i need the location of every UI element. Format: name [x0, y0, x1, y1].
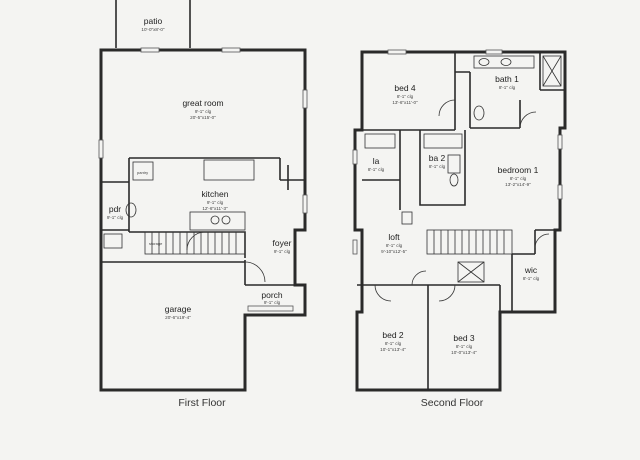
- toilet: [449, 173, 459, 187]
- room-dims-bed4: 13'-6"x11'-0": [392, 100, 418, 105]
- room-name-bed4: bed 4: [394, 83, 416, 93]
- second-floor-caption: Second Floor: [421, 397, 484, 409]
- window: [221, 47, 241, 53]
- shower: [542, 55, 562, 87]
- room-ceiling-kitchen: 9'-1" clg: [207, 200, 224, 205]
- room-name-la: la: [373, 156, 380, 166]
- sink: [500, 58, 512, 66]
- room-name-patio: patio: [144, 16, 163, 26]
- porch-rail: [247, 305, 294, 312]
- room-ceiling-great-room: 9'-1" clg: [195, 109, 212, 114]
- window: [302, 89, 308, 109]
- ba2-vanity: [447, 154, 461, 174]
- room-ceiling-pdr: 9'-1" clg: [107, 215, 124, 220]
- room-name-foyer: foyer: [273, 238, 292, 248]
- room-ceiling-bed4: 8'-1" clg: [397, 94, 414, 99]
- pdr-wall: [101, 181, 129, 231]
- room-dims-garage: 20'-6"x19'-4": [165, 315, 191, 320]
- window: [302, 194, 308, 214]
- pantry: [132, 161, 154, 181]
- room-name-wic: wic: [524, 265, 538, 275]
- door-swing: [186, 231, 206, 251]
- label-storage: storage: [149, 241, 163, 246]
- window: [352, 239, 358, 255]
- room-dims-great-room: 20'-5"x15'-0": [190, 115, 216, 120]
- room-name-bed2: bed 2: [382, 330, 404, 340]
- first-floor-stair: [144, 231, 246, 255]
- hvac-mark: [457, 261, 485, 283]
- door-swing: [438, 99, 456, 117]
- toilet: [125, 202, 137, 218]
- water-heater: [103, 233, 123, 249]
- tub: [423, 133, 463, 149]
- window: [98, 139, 104, 159]
- room-ceiling-ba2: 8'-1" clg: [429, 164, 446, 169]
- hvac-unit: [457, 261, 485, 283]
- lower-walls: [357, 284, 501, 390]
- room-ceiling-foyer: 9'-1" clg: [274, 249, 291, 254]
- window: [557, 134, 563, 150]
- room-name-ba2: ba 2: [429, 153, 446, 163]
- room-dims-bed3: 10'-0"x13'-4": [451, 350, 477, 355]
- attic-access: [401, 211, 413, 225]
- upper-walls: [362, 52, 565, 131]
- first-floor-exterior-wall: [99, 48, 307, 392]
- door-swing: [534, 233, 550, 249]
- second-floor-stair: [426, 229, 513, 255]
- room-dims-bed2: 10'-1"x13'-4": [380, 347, 406, 352]
- window: [485, 49, 503, 55]
- foyer-closet: [280, 165, 305, 190]
- sink: [210, 215, 220, 225]
- room-name-porch: porch: [261, 290, 283, 300]
- sink: [478, 58, 490, 66]
- room-ceiling-bedroom1: 8'-1" clg: [510, 176, 527, 181]
- label-pantry: pantry: [137, 170, 148, 175]
- room-dims-patio: 10'-0"x8'-0": [141, 27, 165, 32]
- second-floor-plan: bed 4 8'-1" clg 13'-6"x11'-0" bath 1 8'-…: [352, 49, 567, 409]
- room-dims-loft: 9'-10"x12'-5": [381, 249, 407, 254]
- patio-outline: [115, 0, 191, 48]
- room-name-bath1: bath 1: [495, 74, 519, 84]
- room-ceiling-bed3: 8'-1" clg: [456, 344, 473, 349]
- room-name-bedroom1: bedroom 1: [498, 165, 539, 175]
- door-swing: [374, 284, 456, 302]
- sink: [221, 215, 231, 225]
- window: [352, 149, 358, 165]
- room-name-great-room: great room: [182, 98, 223, 108]
- room-name-kitchen: kitchen: [202, 189, 229, 199]
- kitchen-counter: [189, 211, 246, 231]
- room-name-garage: garage: [165, 304, 192, 314]
- door-swing: [411, 270, 427, 286]
- room-ceiling-bed2: 8'-1" clg: [385, 341, 402, 346]
- room-name-pdr: pdr: [109, 204, 121, 214]
- bath1-vanity: [473, 55, 535, 69]
- window: [387, 49, 407, 55]
- wic-wall: [511, 229, 560, 312]
- room-ceiling-wic: 8'-1" clg: [523, 276, 540, 281]
- room-dims-bedroom1: 13'-2"x14'-9": [505, 182, 531, 187]
- kitchen-island: [203, 159, 255, 181]
- kitchen-wall: [128, 157, 281, 258]
- room-name-loft: loft: [388, 232, 400, 242]
- window: [140, 47, 160, 53]
- first-floor-plan: patio 10'-0"x8'-0" great room 9'-1" clg …: [98, 0, 308, 409]
- room-name-bed3: bed 3: [453, 333, 475, 343]
- shower-mark: [542, 55, 562, 87]
- washer-dryer: [364, 133, 396, 149]
- room-ceiling-loft: 8'-1" clg: [386, 243, 403, 248]
- room-ceiling-bath1: 8'-1" clg: [499, 85, 516, 90]
- first-floor-caption: First Floor: [178, 397, 226, 409]
- garage-door-swing: [244, 261, 266, 283]
- room-dims-kitchen: 12'-6"x11'-3": [202, 206, 228, 211]
- toilet: [473, 105, 485, 121]
- middle-walls: [362, 130, 466, 210]
- door-swing: [519, 111, 537, 129]
- window: [557, 184, 563, 200]
- porch-wall: [244, 260, 295, 286]
- room-ceiling-porch: 9'-1" clg: [264, 300, 281, 305]
- second-floor-exterior-wall: [353, 50, 567, 392]
- room-ceiling-la: 8'-1" clg: [368, 167, 385, 172]
